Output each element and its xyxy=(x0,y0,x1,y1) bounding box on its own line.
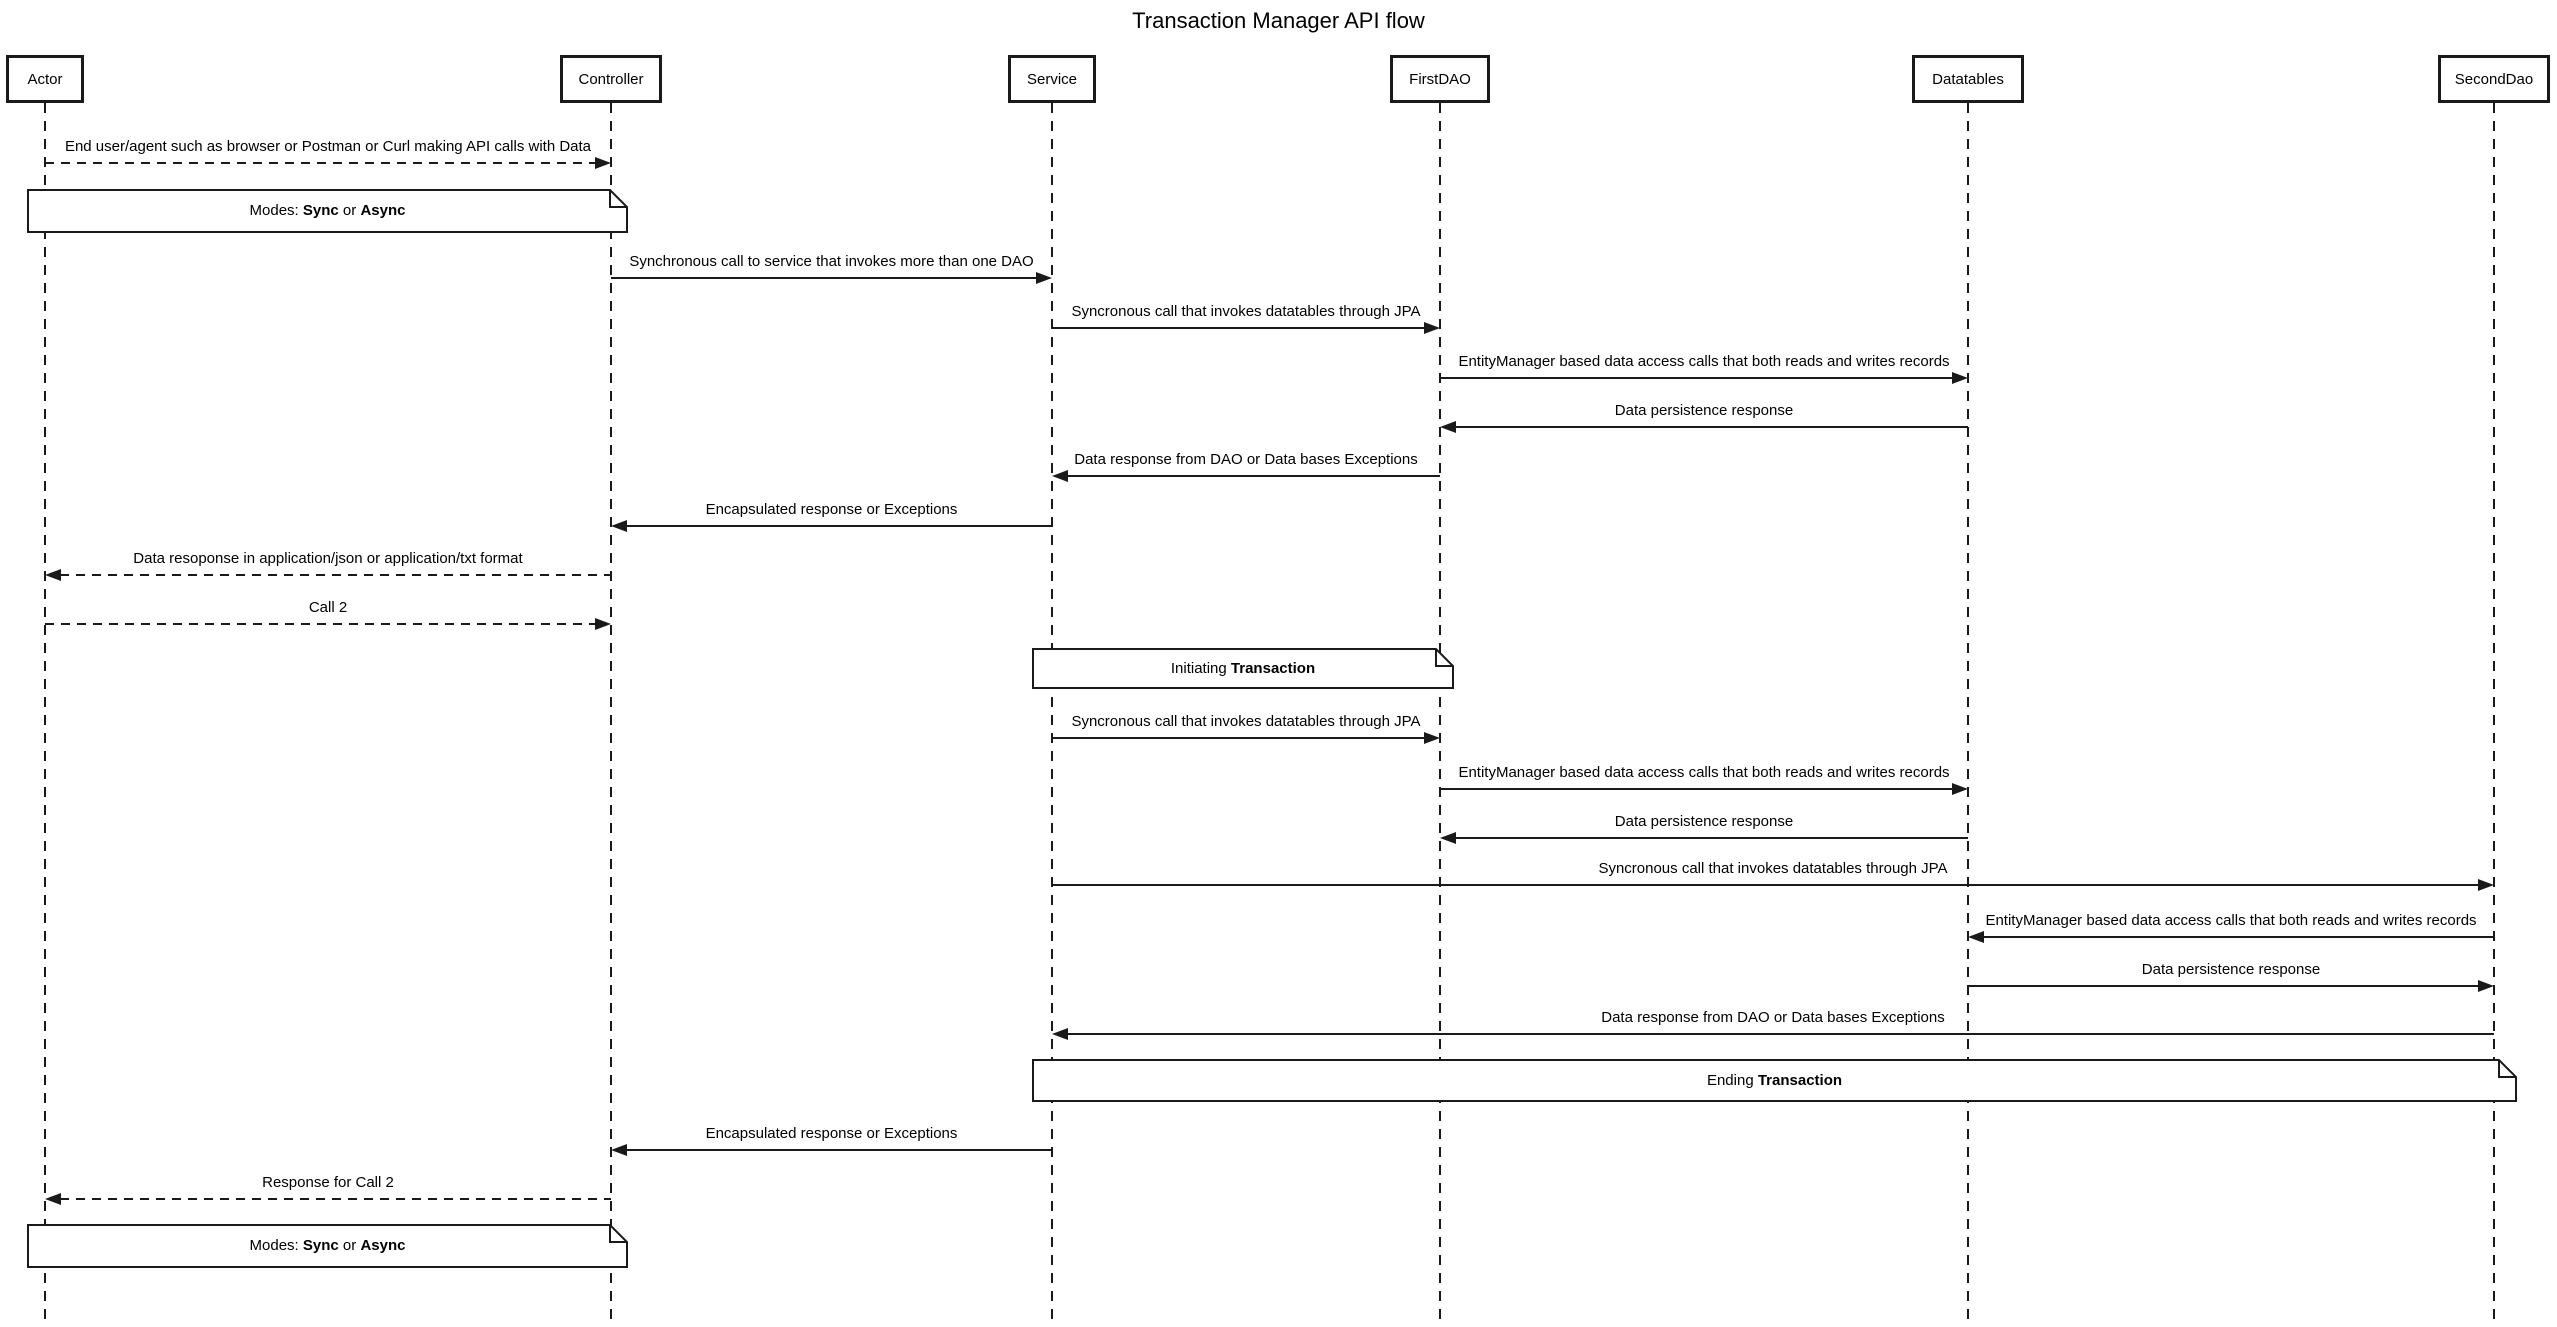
note-label-modes-top: Modes: Sync or Async xyxy=(28,190,627,232)
message-label: EntityManager based data access calls th… xyxy=(1985,912,2477,929)
note-text-bold: Sync xyxy=(302,1237,339,1254)
note-shape-3 xyxy=(27,1224,628,1268)
note-label-ending-transaction: Ending Transaction xyxy=(1033,1060,2516,1101)
note-text: or xyxy=(338,1237,361,1254)
message-label: Syncronous call that invokes datatables … xyxy=(1071,713,1421,730)
note-text: Ending xyxy=(1706,1072,1758,1089)
message-label: Call 2 xyxy=(308,599,348,616)
message-arrow-13 xyxy=(1968,931,2494,943)
message-arrow-11 xyxy=(1440,832,1968,844)
participant-controller: Controller xyxy=(560,55,662,103)
participant-seconddao: SecondDao xyxy=(2438,55,2550,103)
message-label: Data resoponse in application/json or ap… xyxy=(133,550,523,567)
message-label: Response for Call 2 xyxy=(262,1174,394,1191)
message-arrow-4 xyxy=(1440,421,1968,433)
message-arrow-15 xyxy=(1052,1028,2494,1040)
message-label: EntityManager based data access calls th… xyxy=(1458,353,1950,370)
message-arrow-1 xyxy=(611,272,1052,284)
message-label: Encapsulated response or Exceptions xyxy=(705,501,958,518)
participant-actor: Actor xyxy=(6,55,84,103)
message-label: Synchronous call to service that invokes… xyxy=(629,253,1034,270)
message-label: Data persistence response xyxy=(1614,402,1794,419)
message-label: Data response from DAO or Data bases Exc… xyxy=(1074,451,1418,468)
message-arrow-17 xyxy=(45,1193,611,1205)
diagram-title: Transaction Manager API flow xyxy=(1132,8,1425,33)
note-fold-icon xyxy=(1435,649,1453,667)
message-arrow-6 xyxy=(611,520,1052,532)
note-text-bold: Sync xyxy=(302,202,339,219)
message-arrow-5 xyxy=(1052,470,1440,482)
note-label-initiating-transaction: Initiating Transaction xyxy=(1033,649,1453,688)
note-text-bold: Transaction xyxy=(1230,660,1316,677)
message-arrow-9 xyxy=(1052,732,1440,744)
message-arrow-3 xyxy=(1440,372,1968,384)
note-fold-icon xyxy=(609,190,627,208)
note-text: Modes: xyxy=(249,202,303,219)
message-label: Data response from DAO or Data bases Exc… xyxy=(1601,1009,1945,1026)
message-arrow-7 xyxy=(45,569,611,581)
message-arrow-14 xyxy=(1968,980,2494,992)
message-arrow-2 xyxy=(1052,322,1440,334)
note-shape-0 xyxy=(27,189,628,233)
note-text: or xyxy=(338,202,361,219)
lifelines xyxy=(44,103,2495,1327)
message-arrow-16 xyxy=(611,1144,1052,1156)
message-label: Syncronous call that invokes datatables … xyxy=(1598,860,1948,877)
message-label: Syncronous call that invokes datatables … xyxy=(1071,303,1421,320)
note-text: Modes: xyxy=(249,1237,303,1254)
note-fold-icon xyxy=(609,1225,627,1243)
message-label: EntityManager based data access calls th… xyxy=(1458,764,1950,781)
message-arrow-0 xyxy=(45,157,611,169)
message-arrow-8 xyxy=(45,618,611,630)
participant-service: Service xyxy=(1008,55,1096,103)
note-label-modes-bottom: Modes: Sync or Async xyxy=(28,1225,627,1267)
note-text-bold: Async xyxy=(360,1237,406,1254)
message-label: Data persistence response xyxy=(1614,813,1794,830)
note-text-bold: Async xyxy=(360,202,406,219)
message-label: Data persistence response xyxy=(2141,961,2321,978)
message-arrows xyxy=(45,157,2494,1205)
message-arrow-10 xyxy=(1440,783,1968,795)
participant-datatables: Datatables xyxy=(1912,55,2024,103)
message-label: Encapsulated response or Exceptions xyxy=(705,1125,958,1142)
note-shapes xyxy=(27,189,2517,1268)
message-label: End user/agent such as browser or Postma… xyxy=(64,138,592,155)
note-text-bold: Transaction xyxy=(1757,1072,1843,1089)
participant-firstdao: FirstDAO xyxy=(1390,55,1490,103)
note-shape-2 xyxy=(1032,1059,2517,1102)
note-fold-icon xyxy=(2498,1060,2516,1078)
note-text: Initiating xyxy=(1170,660,1231,677)
note-shape-1 xyxy=(1032,648,1454,689)
message-arrow-12 xyxy=(1052,879,2494,891)
